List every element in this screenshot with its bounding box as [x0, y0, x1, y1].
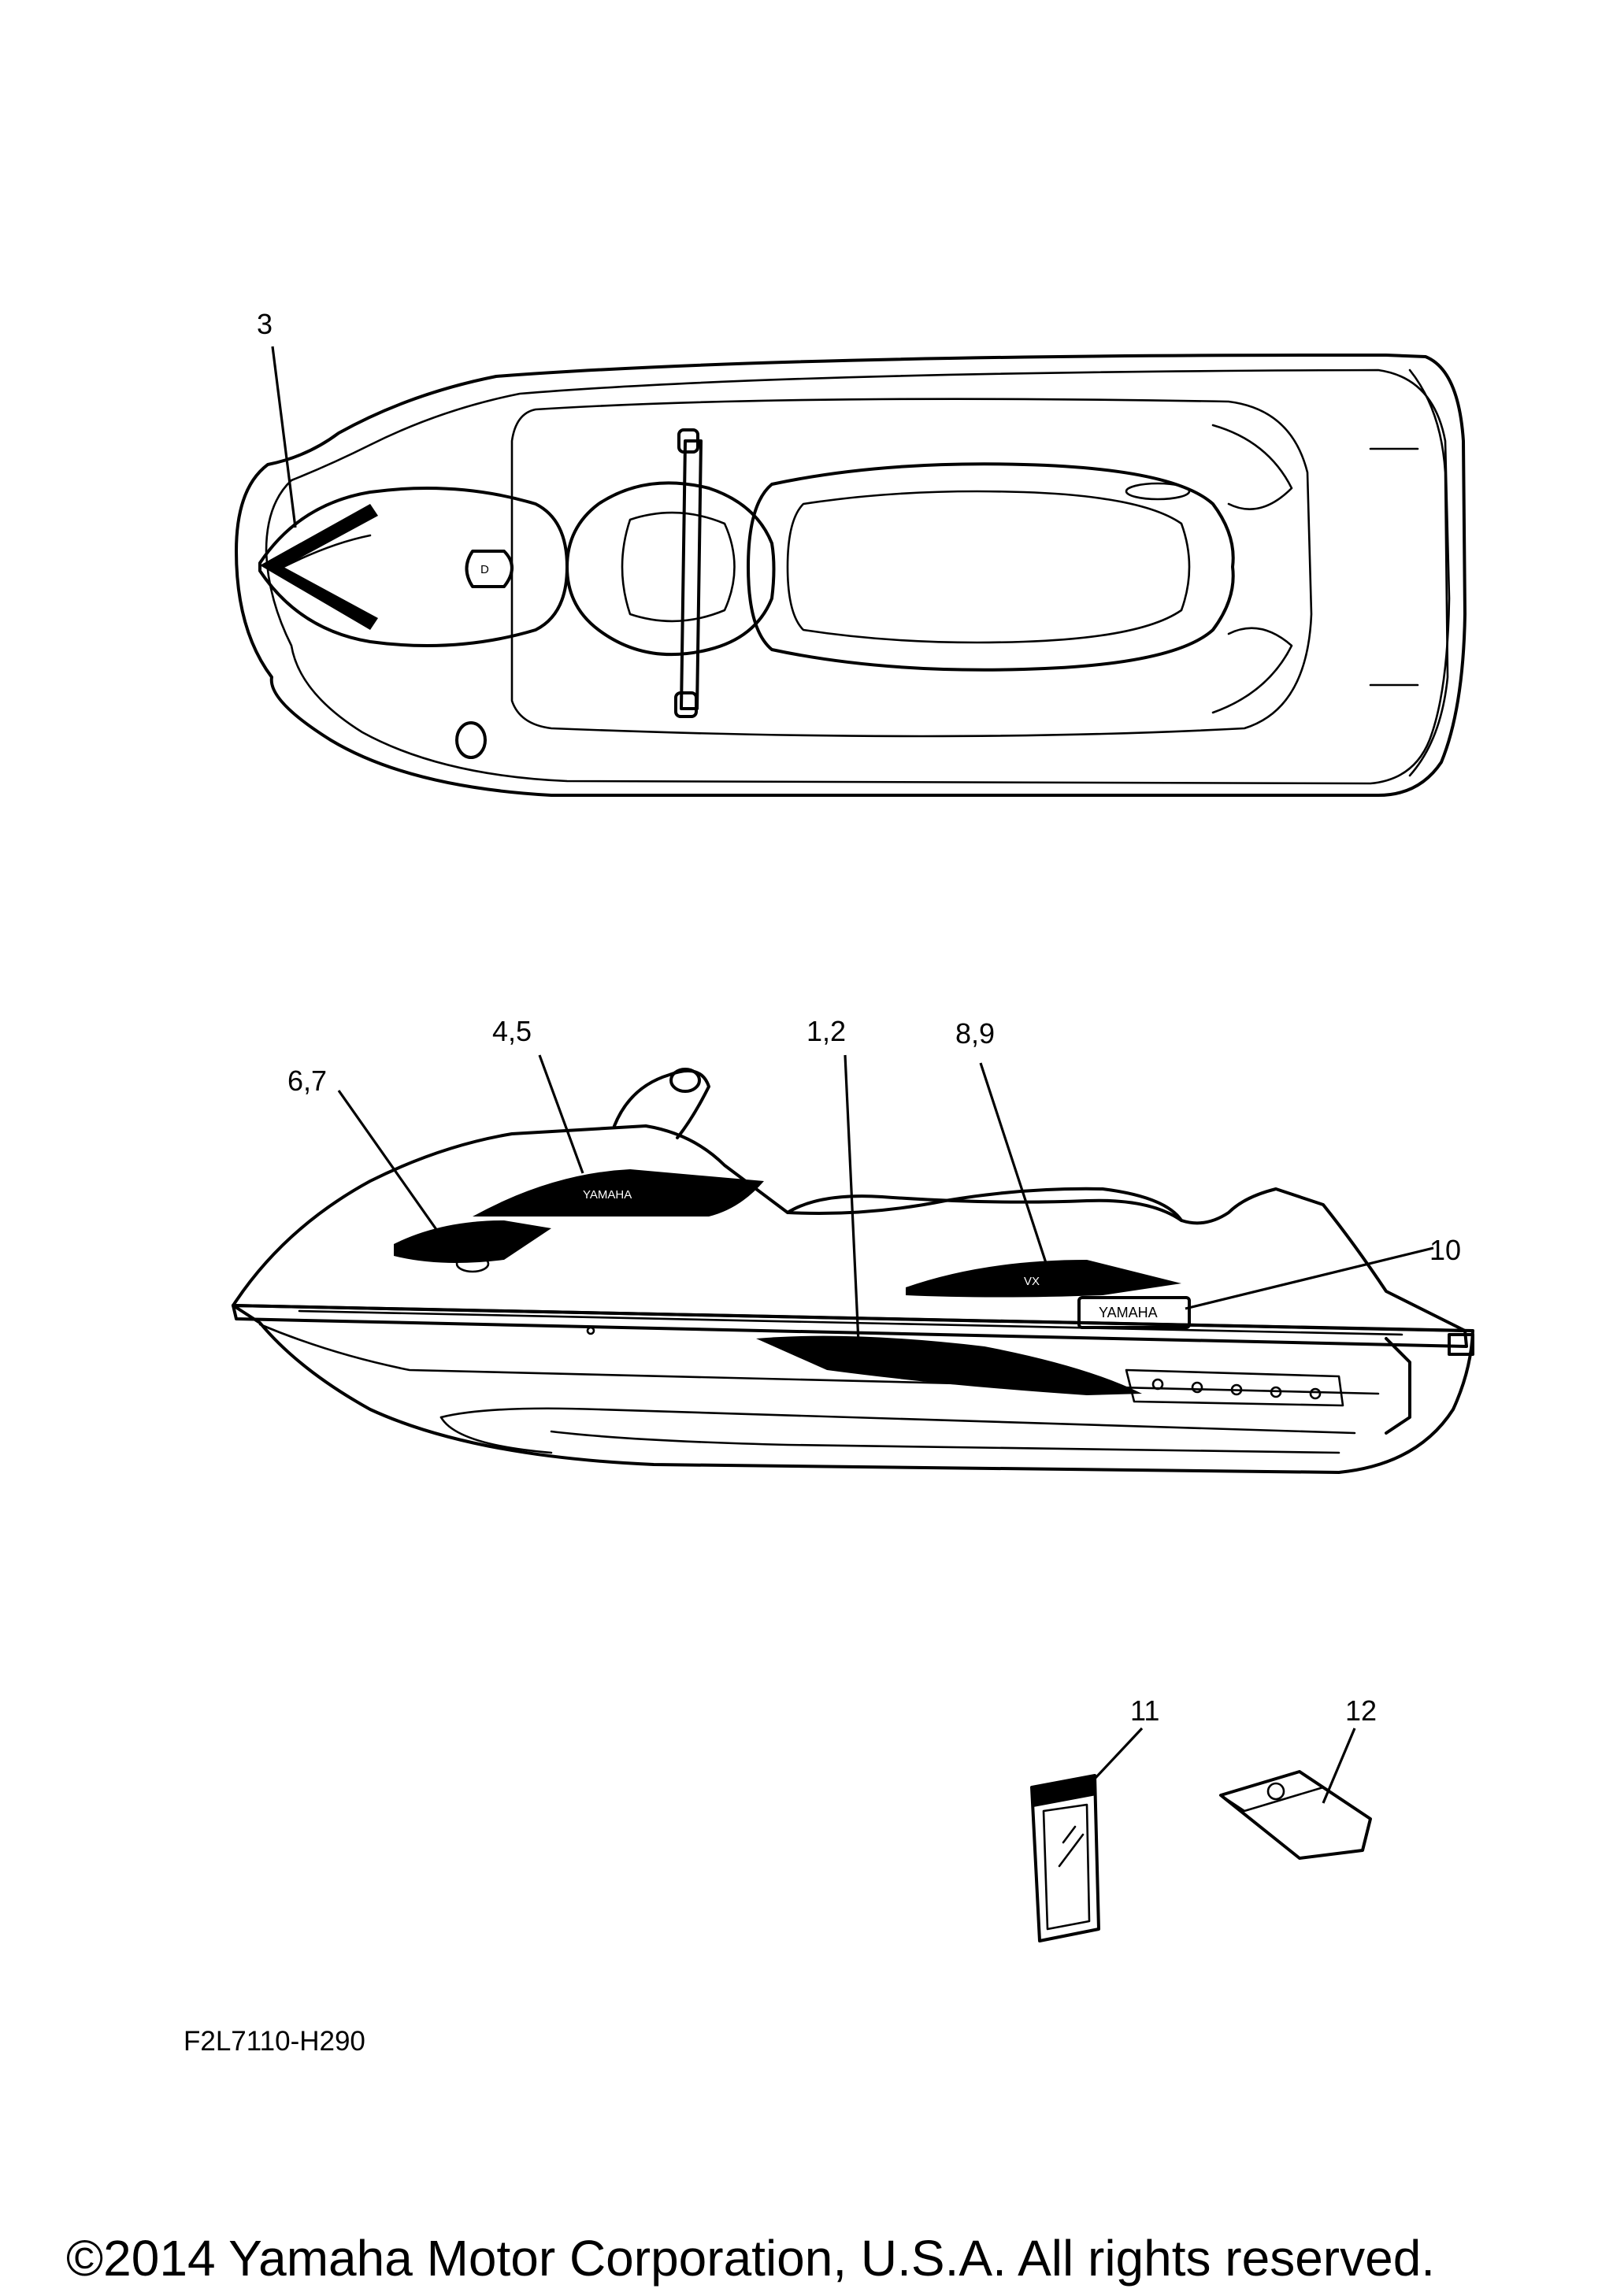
side-view-bow-curve: [439, 1416, 553, 1454]
top-view-handlebar: [680, 439, 703, 710]
side-view-yamaha-plate: [1077, 1296, 1191, 1329]
callout-4-5: 4,5: [492, 1015, 532, 1047]
leader-11: [1081, 1727, 1144, 1793]
top-view-hull-outline: [235, 353, 1467, 797]
side-view-watercraft: YAMAHA VX YAMAHA: [232, 1068, 1474, 1474]
side-view-lower-decal: [756, 1335, 1142, 1395]
leader-1-2: [844, 1054, 860, 1343]
side-view-seat: [786, 1194, 1183, 1222]
callout-12: 12: [1345, 1694, 1377, 1727]
leader-3: [271, 346, 297, 528]
callout-labels: 3 4,5 1,2 8,9 6,7 10 11 12: [257, 308, 1461, 1727]
pouch-outline: [1219, 1770, 1372, 1860]
side-view-rail-stripe: [298, 1309, 1403, 1336]
pouch-flap: [1219, 1770, 1325, 1813]
side-view-vent-1: [1151, 1378, 1164, 1391]
top-view-rear-handle: [1125, 482, 1191, 501]
side-view-vent-5: [1309, 1387, 1322, 1400]
part-12-lanyard-pouch: [1219, 1770, 1372, 1860]
top-view-cleat: [455, 721, 487, 759]
side-view-chine-upper: [258, 1323, 1380, 1395]
document-bag-glare: [1058, 1825, 1085, 1868]
side-view-vent-2: [1191, 1381, 1203, 1394]
top-view-watercraft: D: [235, 353, 1467, 797]
callout-3: 3: [257, 308, 273, 340]
top-view-seat: [747, 462, 1235, 672]
top-view-seat-inner: [786, 490, 1191, 644]
side-view-stern: [1385, 1337, 1411, 1435]
callout-1-2: 1,2: [806, 1015, 846, 1047]
top-view-stern-line: [1408, 368, 1449, 777]
top-view-console-inner: [621, 511, 736, 623]
side-view-rear-decal: [906, 1260, 1181, 1298]
side-view-strake: [550, 1430, 1340, 1454]
part-11-document-bag: [1030, 1774, 1100, 1942]
diagram-code: F2L7110-H290: [184, 2026, 365, 2057]
side-view-vent-4: [1270, 1386, 1282, 1398]
side-view-grip: [669, 1068, 701, 1093]
top-view-rear-deck-lower: [1211, 627, 1293, 714]
top-view-hatch-mark: D: [480, 563, 489, 576]
side-view-hood-decal-logo: YAMAHA: [583, 1188, 632, 1202]
leader-12: [1322, 1728, 1356, 1804]
leader-4-5: [538, 1054, 584, 1174]
leader-6-7: [337, 1090, 443, 1237]
document-bag-window: [1042, 1803, 1091, 1931]
document-bag-seal: [1032, 1776, 1096, 1807]
side-view-rub-rail: [232, 1304, 1468, 1348]
side-view-vx-logo: VX: [1024, 1275, 1040, 1288]
top-view-grip-bottom: [674, 691, 698, 718]
callout-8-9: 8,9: [955, 1017, 995, 1050]
leader-8-9: [979, 1062, 1049, 1268]
leader-10: [1185, 1246, 1434, 1310]
side-view-tow-eye: [1448, 1333, 1474, 1356]
top-view-footwell: [510, 398, 1313, 738]
top-view-storage-hatch: [465, 550, 514, 588]
side-view-vent-3: [1230, 1383, 1243, 1396]
callout-6-7: 6,7: [287, 1065, 327, 1097]
top-view-rear-deck-upper: [1211, 424, 1293, 510]
leader-lines: [271, 346, 1434, 1804]
top-view-stern-marks: [1369, 447, 1419, 687]
top-view-grip-top: [677, 428, 699, 454]
side-view-hood-decal: [473, 1169, 764, 1217]
top-view-hood: [258, 487, 569, 647]
side-view-yamaha-logo: YAMAHA: [1099, 1305, 1158, 1320]
pouch-snap: [1266, 1782, 1285, 1801]
side-view-front-port: [455, 1254, 490, 1273]
callout-11: 11: [1130, 1694, 1159, 1727]
side-view-hull: [232, 1304, 1474, 1474]
side-view-hood-decal-line: [550, 1195, 695, 1202]
top-view-steering-console: [565, 481, 776, 657]
callout-10: 10: [1429, 1234, 1461, 1266]
top-view-gunwale: [265, 368, 1451, 785]
side-view-vent-panel: [1125, 1368, 1344, 1407]
side-view-side-decal-front: [394, 1220, 551, 1263]
side-view-vent-row: [1125, 1368, 1344, 1407]
side-view-chine-lower: [439, 1407, 1356, 1435]
top-view-bow-line: [282, 534, 372, 568]
side-view-drain: [586, 1326, 595, 1335]
copyright-notice: ©2014 Yamaha Motor Corporation, U.S.A. A…: [66, 2230, 1435, 2287]
